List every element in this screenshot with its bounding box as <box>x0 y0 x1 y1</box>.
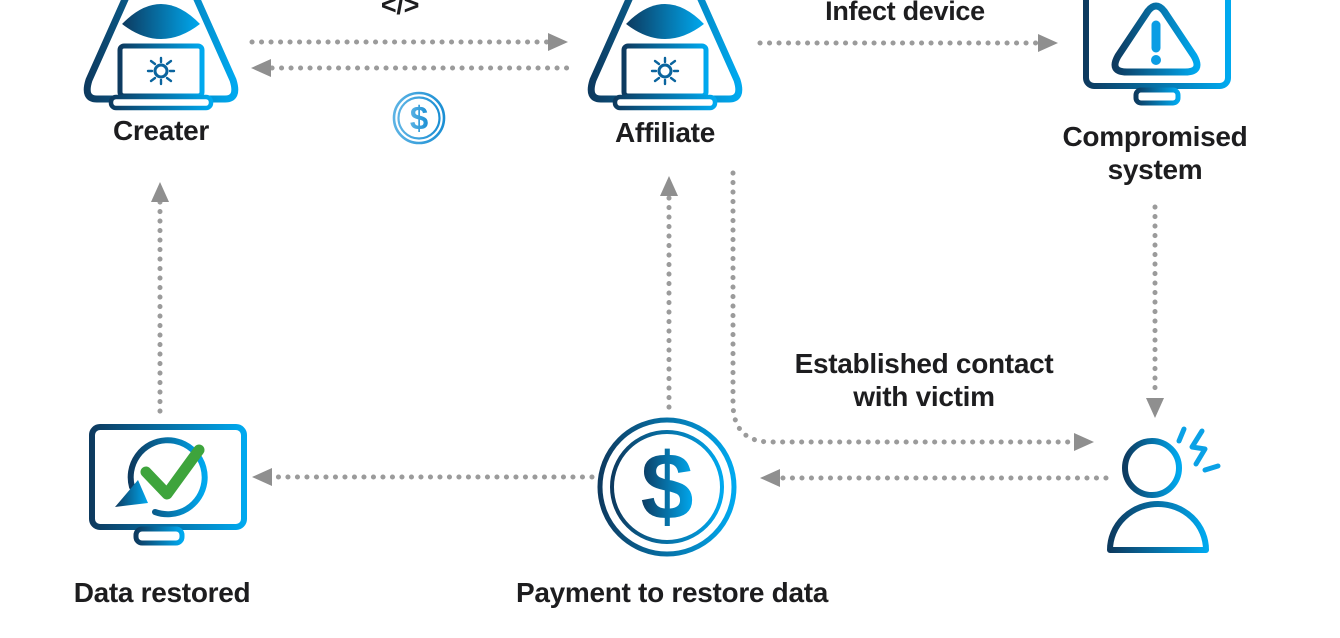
arrowhead-right-icon <box>1038 34 1058 52</box>
small-dollar-coin-icon: $ <box>392 91 446 145</box>
connectors <box>157 39 1158 481</box>
warning-triangle-icon <box>1111 2 1201 76</box>
arrowhead-down-icon <box>1146 398 1164 418</box>
creater-label: Creater <box>113 115 209 146</box>
creater-hacker-icon <box>87 0 235 108</box>
shock-marks-icon <box>1176 426 1221 473</box>
arrowhead-left-icon <box>252 468 272 486</box>
affiliate-hacker-icon <box>591 0 739 108</box>
payment-label: Payment to restore data <box>515 577 829 608</box>
arrowhead-right-icon <box>548 33 568 51</box>
code-symbol-label: </> <box>380 0 420 20</box>
affiliate-label: Affiliate <box>615 117 715 148</box>
data-restored-icon <box>89 424 247 546</box>
arrowhead-right-icon <box>1074 433 1094 451</box>
arrowhead-left-icon <box>251 59 271 77</box>
data-restored-label: Data restored <box>73 577 251 608</box>
dollar-glyph: $ <box>410 100 428 137</box>
compromised-system-icon <box>1083 0 1231 106</box>
infect-device-label: Infect device <box>825 0 985 26</box>
arrowhead-up-icon <box>151 182 169 202</box>
arrowheads <box>151 33 1164 487</box>
dollar-glyph: $ <box>641 434 694 540</box>
checkmark-icon <box>140 444 205 500</box>
payment-dollar-coin-icon: $ <box>597 417 737 557</box>
compromised-system-label: Compromised system <box>1062 121 1248 185</box>
established-contact-label: Established contact with victim <box>794 348 1054 412</box>
victim-person-icon <box>1107 426 1221 553</box>
arrowhead-left-icon <box>760 469 780 487</box>
arrowhead-up-icon <box>660 176 678 196</box>
